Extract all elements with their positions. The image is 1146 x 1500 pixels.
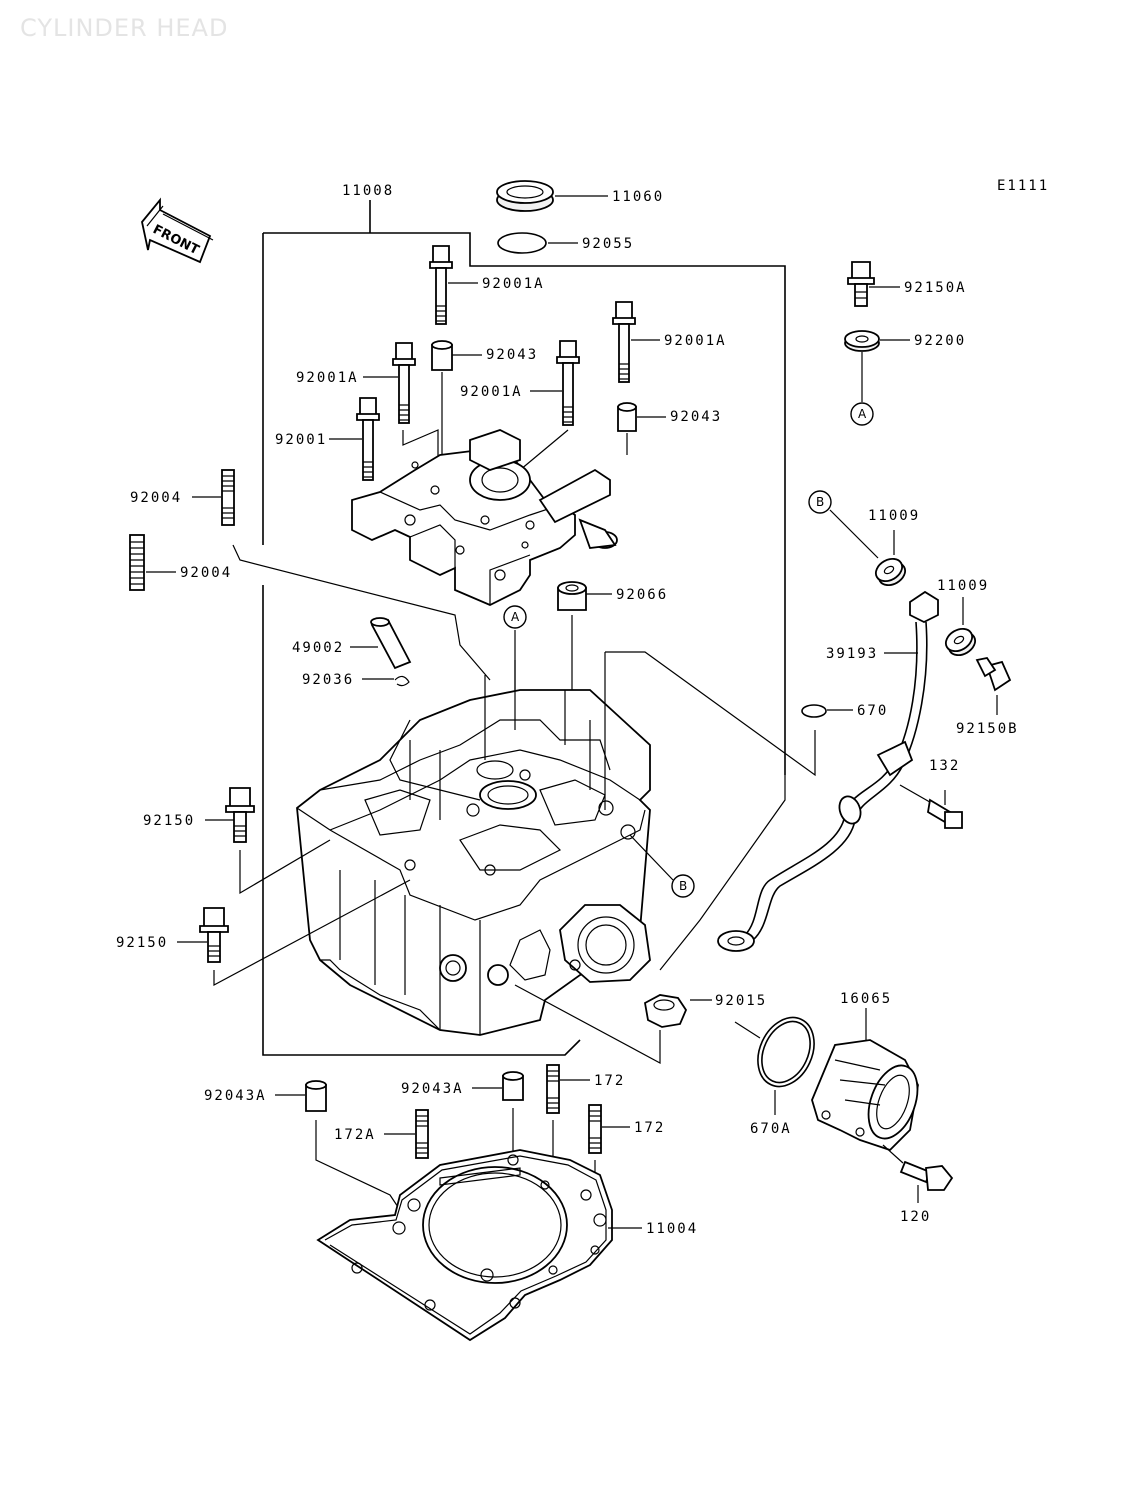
oil-seal-11060: [496, 180, 608, 212]
dowel-92043A-left: [275, 1080, 401, 1211]
callout-120: 120: [900, 1209, 931, 1225]
ref-marker-B-right: B: [808, 490, 879, 559]
stud-172A: [384, 1109, 429, 1159]
assembly-bracket-frame: [262, 200, 786, 1056]
bolt-92150A: [847, 261, 900, 307]
callout-132: 132: [929, 758, 960, 774]
svg-text:A: A: [858, 407, 867, 421]
callout-labels: 11008 11060 92055 92001A 92001A 92001A 9…: [116, 183, 1019, 1237]
callout-172A: 172A: [334, 1127, 376, 1143]
callout-92043-a: 92043: [486, 347, 538, 363]
washer-11009-b: [944, 597, 977, 657]
bolt-92150-upper: [205, 787, 331, 895]
cylinder-head: [296, 689, 651, 1036]
callout-11009-b: 11009: [937, 578, 989, 594]
page-title: CYLINDER HEAD: [20, 14, 229, 42]
o-ring-92055: [497, 232, 578, 254]
callout-39193: 39193: [826, 646, 878, 662]
bolt-92001A-left: [363, 342, 439, 460]
callout-92043A-left: 92043A: [204, 1088, 267, 1104]
callout-92066: 92066: [616, 587, 668, 603]
bolt-92150-lower: [177, 879, 411, 987]
o-ring-670A: [734, 1016, 815, 1115]
callout-92150-a: 92150: [143, 813, 195, 829]
callout-11009-a: 11009: [868, 508, 920, 524]
bolt-92001A-top: [429, 245, 478, 325]
callout-92036: 92036: [302, 672, 354, 688]
ref-marker-A-right: A: [850, 402, 874, 426]
head-guide-lines: [389, 651, 816, 971]
callout-172-upper: 172: [594, 1073, 625, 1089]
clip-92036: [362, 675, 410, 687]
callout-92001A-right: 92001A: [664, 333, 727, 349]
o-ring-670: [801, 704, 853, 718]
callout-16065: 16065: [840, 991, 892, 1007]
callout-92001A-left: 92001A: [296, 370, 359, 386]
callout-49002: 49002: [292, 640, 344, 656]
stud-92004-b: [129, 534, 176, 591]
bolt-92001A-mid: [519, 340, 580, 471]
head-gasket-11004: [316, 1149, 642, 1342]
callout-92043-b: 92043: [670, 409, 722, 425]
bolt-132: [899, 784, 963, 829]
callout-11008: 11008: [342, 183, 394, 199]
callout-11004: 11004: [646, 1221, 698, 1237]
callout-670: 670: [857, 703, 888, 719]
nut-92015: [514, 984, 712, 1065]
bolt-120: [882, 1144, 954, 1203]
callout-92150B: 92150B: [956, 721, 1019, 737]
washer-92200: [844, 330, 910, 402]
callout-11060: 11060: [612, 189, 664, 205]
callout-172-lower: 172: [634, 1120, 665, 1136]
dowel-92066: [557, 581, 612, 690]
bolt-92001A-right: [612, 301, 660, 383]
stud-92004-a: [192, 469, 491, 681]
svg-text:B: B: [679, 879, 687, 893]
bolt-92001: [329, 397, 380, 481]
callout-92150A: 92150A: [904, 280, 967, 296]
callout-92015: 92015: [715, 993, 767, 1009]
ref-marker-B-head: B: [629, 834, 695, 898]
dowel-92043A-right: [472, 1071, 524, 1160]
figure-code: E1111: [997, 178, 1049, 194]
svg-text:B: B: [816, 495, 824, 509]
camshaft-holder: [351, 429, 618, 606]
svg-text:A: A: [511, 610, 520, 624]
intake-holder-16065: [811, 1008, 919, 1152]
bolt-92150B: [975, 656, 1012, 715]
callout-92001A-top: 92001A: [482, 276, 545, 292]
callout-92004-b: 92004: [180, 565, 232, 581]
callout-92043A-right: 92043A: [401, 1081, 464, 1097]
dowel-92043-b: [617, 402, 666, 455]
callout-92150-b: 92150: [116, 935, 168, 951]
dowel-92043-a: [431, 340, 482, 492]
callout-92001A-mid: 92001A: [460, 384, 523, 400]
washer-11009-a: [874, 530, 907, 587]
callout-92200: 92200: [914, 333, 966, 349]
front-arrow-icon: FRONT: [141, 197, 214, 264]
oil-pipe-39193: [717, 590, 939, 952]
pin-49002: [350, 617, 412, 670]
callout-92004-a: 92004: [130, 490, 182, 506]
callout-92055: 92055: [582, 236, 634, 252]
callout-670A: 670A: [750, 1121, 792, 1137]
callout-92001: 92001: [275, 432, 327, 448]
